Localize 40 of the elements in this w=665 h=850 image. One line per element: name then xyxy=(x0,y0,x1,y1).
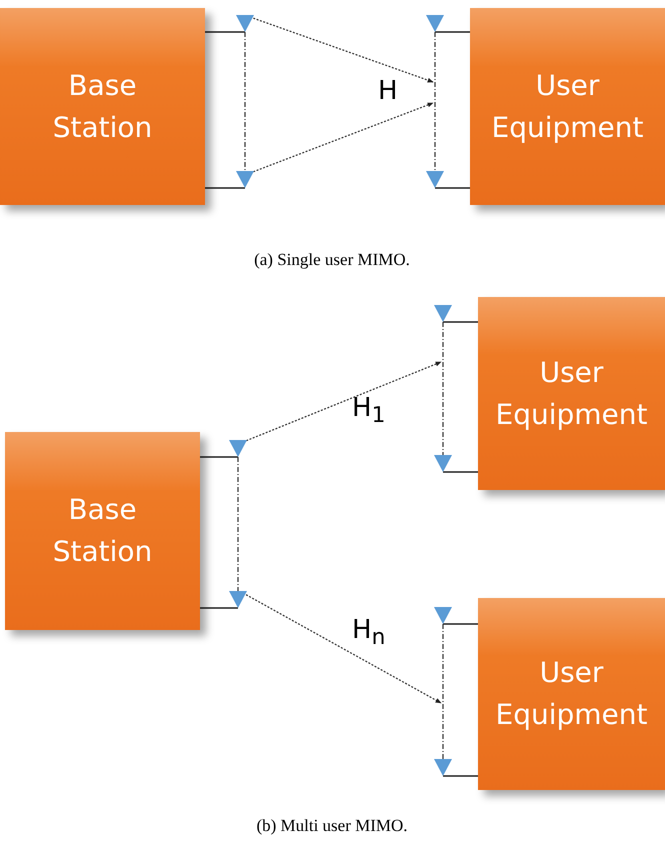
station-box xyxy=(478,598,665,790)
caption: (b) Multi user MIMO. xyxy=(256,816,408,836)
antenna-icon xyxy=(236,171,254,188)
box-label: User Equipment xyxy=(492,68,644,146)
box-label: Base Station xyxy=(52,68,154,146)
antenna-icon xyxy=(426,15,444,32)
antenna-array-line xyxy=(434,32,436,173)
antenna-icon xyxy=(434,455,452,472)
antenna-icon xyxy=(426,171,444,188)
feed-line xyxy=(443,623,478,625)
feed-line xyxy=(435,31,470,33)
station-box xyxy=(478,297,665,490)
feed-line xyxy=(205,31,245,33)
antenna-icon xyxy=(434,759,452,776)
station-box xyxy=(0,8,205,205)
station-box xyxy=(470,8,665,205)
caption: (a) Single user MIMO. xyxy=(254,250,410,270)
feed-line xyxy=(200,456,238,458)
antenna-icon xyxy=(229,591,247,608)
feed-line xyxy=(205,187,245,189)
feed-line xyxy=(443,321,478,323)
antenna-icon xyxy=(434,305,452,322)
channel-label: H$_{n}$ xyxy=(352,615,386,650)
antenna-array-line xyxy=(244,32,246,173)
channel-label: H$_{1}$ xyxy=(352,393,386,428)
feed-line xyxy=(443,775,478,777)
channel-label: H xyxy=(378,76,398,106)
antenna-array-line xyxy=(442,624,444,761)
station-box xyxy=(5,432,200,630)
feed-line xyxy=(200,607,238,609)
antenna-icon xyxy=(229,440,247,457)
antenna-array-line xyxy=(237,457,239,593)
feed-line xyxy=(443,471,478,473)
feed-line xyxy=(435,187,470,189)
antenna-icon xyxy=(434,607,452,624)
box-label: Base Station xyxy=(52,492,154,570)
antenna-icon xyxy=(236,15,254,32)
antenna-array-line xyxy=(442,322,444,457)
box-label: User Equipment xyxy=(496,354,648,432)
box-label: User Equipment xyxy=(496,655,648,733)
